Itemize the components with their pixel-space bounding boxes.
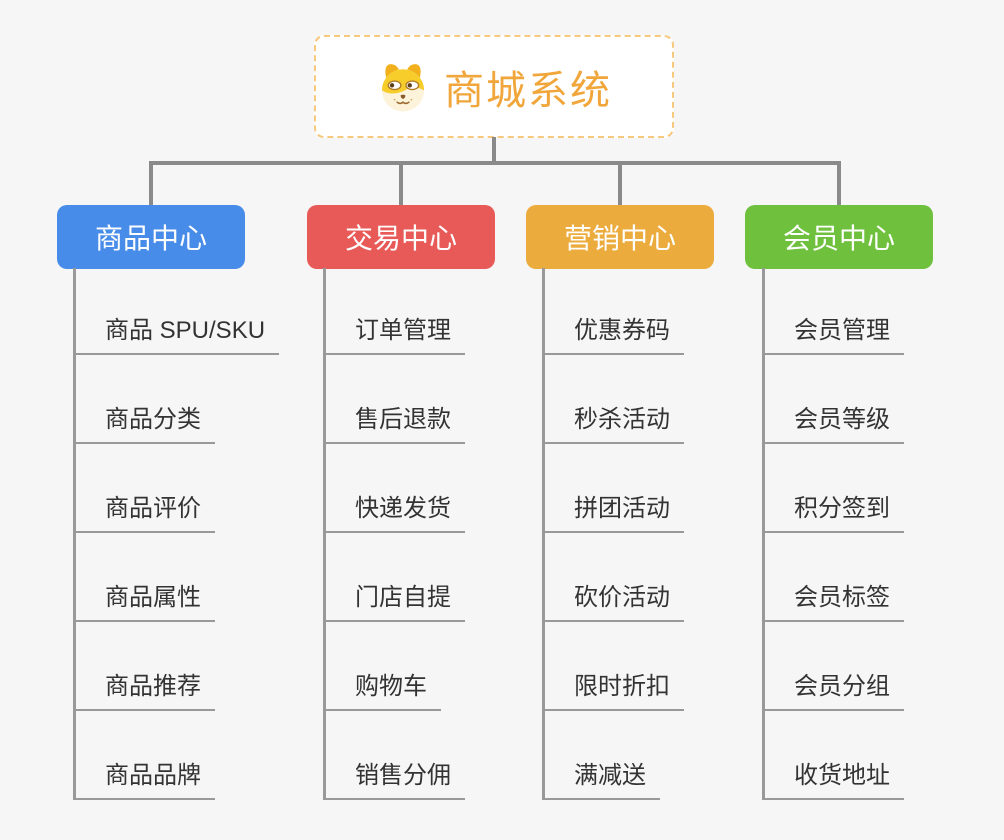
root-title: 商城系统: [444, 68, 612, 113]
leaf-row: 商品评价: [73, 444, 279, 533]
leaf-node[interactable]: 门店自提: [323, 577, 465, 622]
leaf-node[interactable]: 优惠券码: [542, 310, 684, 355]
leaf-node[interactable]: 售后退款: [323, 399, 465, 444]
branch-member-items: 会员管理 会员等级 积分签到 会员标签 会员分组 收货地址: [762, 268, 904, 800]
leaf-node[interactable]: 会员管理: [762, 310, 904, 355]
leaf-node[interactable]: 积分签到: [762, 488, 904, 533]
leaf-node[interactable]: 商品评价: [73, 488, 215, 533]
connector-drop-trade: [399, 165, 403, 205]
leaf-node[interactable]: 砍价活动: [542, 577, 684, 622]
leaf-row: 商品品牌: [73, 711, 279, 800]
connector-drop-marketing: [618, 165, 622, 205]
branch-trade-items: 订单管理 售后退款 快递发货 门店自提 购物车 销售分佣: [323, 268, 465, 800]
branch-product-items: 商品 SPU/SKU 商品分类 商品评价 商品属性 商品推荐 商品品牌: [73, 268, 280, 800]
branch-trade-center[interactable]: 交易中心: [307, 205, 495, 269]
connector-horizontal: [149, 161, 841, 165]
leaf-node[interactable]: 商品推荐: [73, 666, 215, 711]
leaf-node[interactable]: 快递发货: [323, 488, 465, 533]
leaf-row: 限时折扣: [542, 622, 684, 711]
leaf-row: 商品分类: [73, 355, 279, 444]
leaf-row: 订单管理: [323, 268, 465, 355]
leaf-row: 收货地址: [762, 711, 904, 800]
leaf-row: 砍价活动: [542, 533, 684, 622]
leaf-node[interactable]: 会员分组: [762, 666, 904, 711]
leaf-node[interactable]: 订单管理: [323, 310, 465, 355]
leaf-node[interactable]: 商品分类: [73, 399, 215, 444]
connector-drop-member: [837, 165, 841, 205]
connector-drop-product: [149, 165, 153, 205]
leaf-row: 拼团活动: [542, 444, 684, 533]
leaf-node[interactable]: 收货地址: [762, 755, 904, 800]
leaf-row: 销售分佣: [323, 711, 465, 800]
leaf-row: 满减送: [542, 711, 684, 800]
leaf-row: 商品推荐: [73, 622, 279, 711]
branch-product-center[interactable]: 商品中心: [57, 205, 245, 269]
leaf-row: 门店自提: [323, 533, 465, 622]
leaf-node[interactable]: 限时折扣: [542, 666, 684, 711]
leaf-row: 商品属性: [73, 533, 279, 622]
branch-member-center[interactable]: 会员中心: [745, 205, 933, 269]
leaf-node[interactable]: 购物车: [323, 666, 441, 711]
branch-marketing-items: 优惠券码 秒杀活动 拼团活动 砍价活动 限时折扣 满减送: [542, 268, 684, 800]
leaf-row: 快递发货: [323, 444, 465, 533]
leaf-node[interactable]: 秒杀活动: [542, 399, 684, 444]
leaf-node[interactable]: 满减送: [542, 755, 660, 800]
leaf-row: 会员分组: [762, 622, 904, 711]
leaf-node[interactable]: 销售分佣: [323, 755, 465, 800]
doge-face-icon: [381, 63, 425, 111]
leaf-node[interactable]: 会员标签: [762, 577, 904, 622]
leaf-node[interactable]: 商品属性: [73, 577, 215, 622]
leaf-row: 会员等级: [762, 355, 904, 444]
leaf-node[interactable]: 商品 SPU/SKU: [73, 310, 280, 355]
leaf-row: 秒杀活动: [542, 355, 684, 444]
leaf-row: 会员标签: [762, 533, 904, 622]
root-node[interactable]: 商城系统: [314, 35, 674, 138]
leaf-row: 积分签到: [762, 444, 904, 533]
leaf-row: 商品 SPU/SKU: [73, 268, 280, 355]
connector-root-stem: [492, 137, 496, 163]
leaf-row: 购物车: [323, 622, 465, 711]
leaf-node[interactable]: 会员等级: [762, 399, 904, 444]
leaf-row: 优惠券码: [542, 268, 684, 355]
leaf-node[interactable]: 拼团活动: [542, 488, 684, 533]
leaf-node[interactable]: 商品品牌: [73, 755, 215, 800]
leaf-row: 会员管理: [762, 268, 904, 355]
branch-marketing-center[interactable]: 营销中心: [526, 205, 714, 269]
leaf-row: 售后退款: [323, 355, 465, 444]
